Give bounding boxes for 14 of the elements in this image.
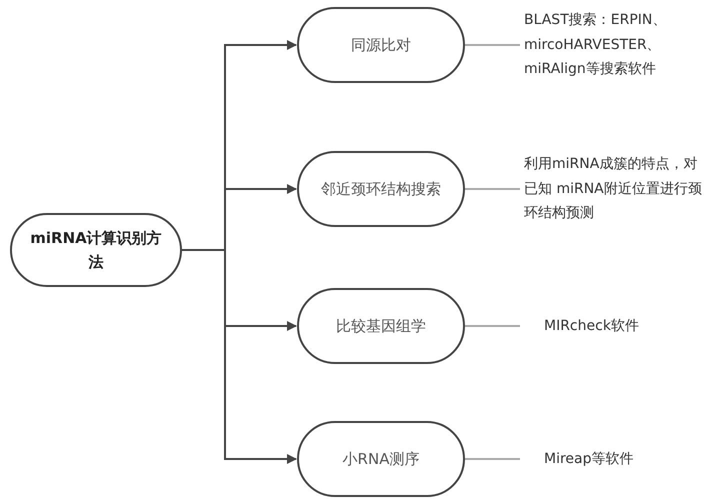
note-text: MIRcheck软件 — [544, 316, 639, 336]
note-text: BLAST搜索：ERPIN、mircoHARVESTER、miRAlign等搜索软件 — [524, 11, 668, 80]
note-text: Mireap等软件 — [544, 450, 634, 469]
method-node: 比较基因组学 — [297, 288, 465, 364]
connector-line — [465, 44, 520, 46]
connector-line — [465, 188, 520, 190]
note-text: 利用miRNA成簇的特点，对已知 miRNA附近位置进行颈环结构预测 — [524, 155, 703, 224]
method-node: 同源比对 — [297, 7, 465, 83]
method-node: 小RNA测序 — [297, 421, 465, 497]
method-node: 邻近颈环结构搜索 — [297, 151, 465, 227]
connector-line — [465, 325, 520, 327]
connector-line — [465, 458, 520, 460]
root-node: miRNA计算识别方法 — [10, 213, 182, 287]
arrow — [182, 249, 297, 464]
